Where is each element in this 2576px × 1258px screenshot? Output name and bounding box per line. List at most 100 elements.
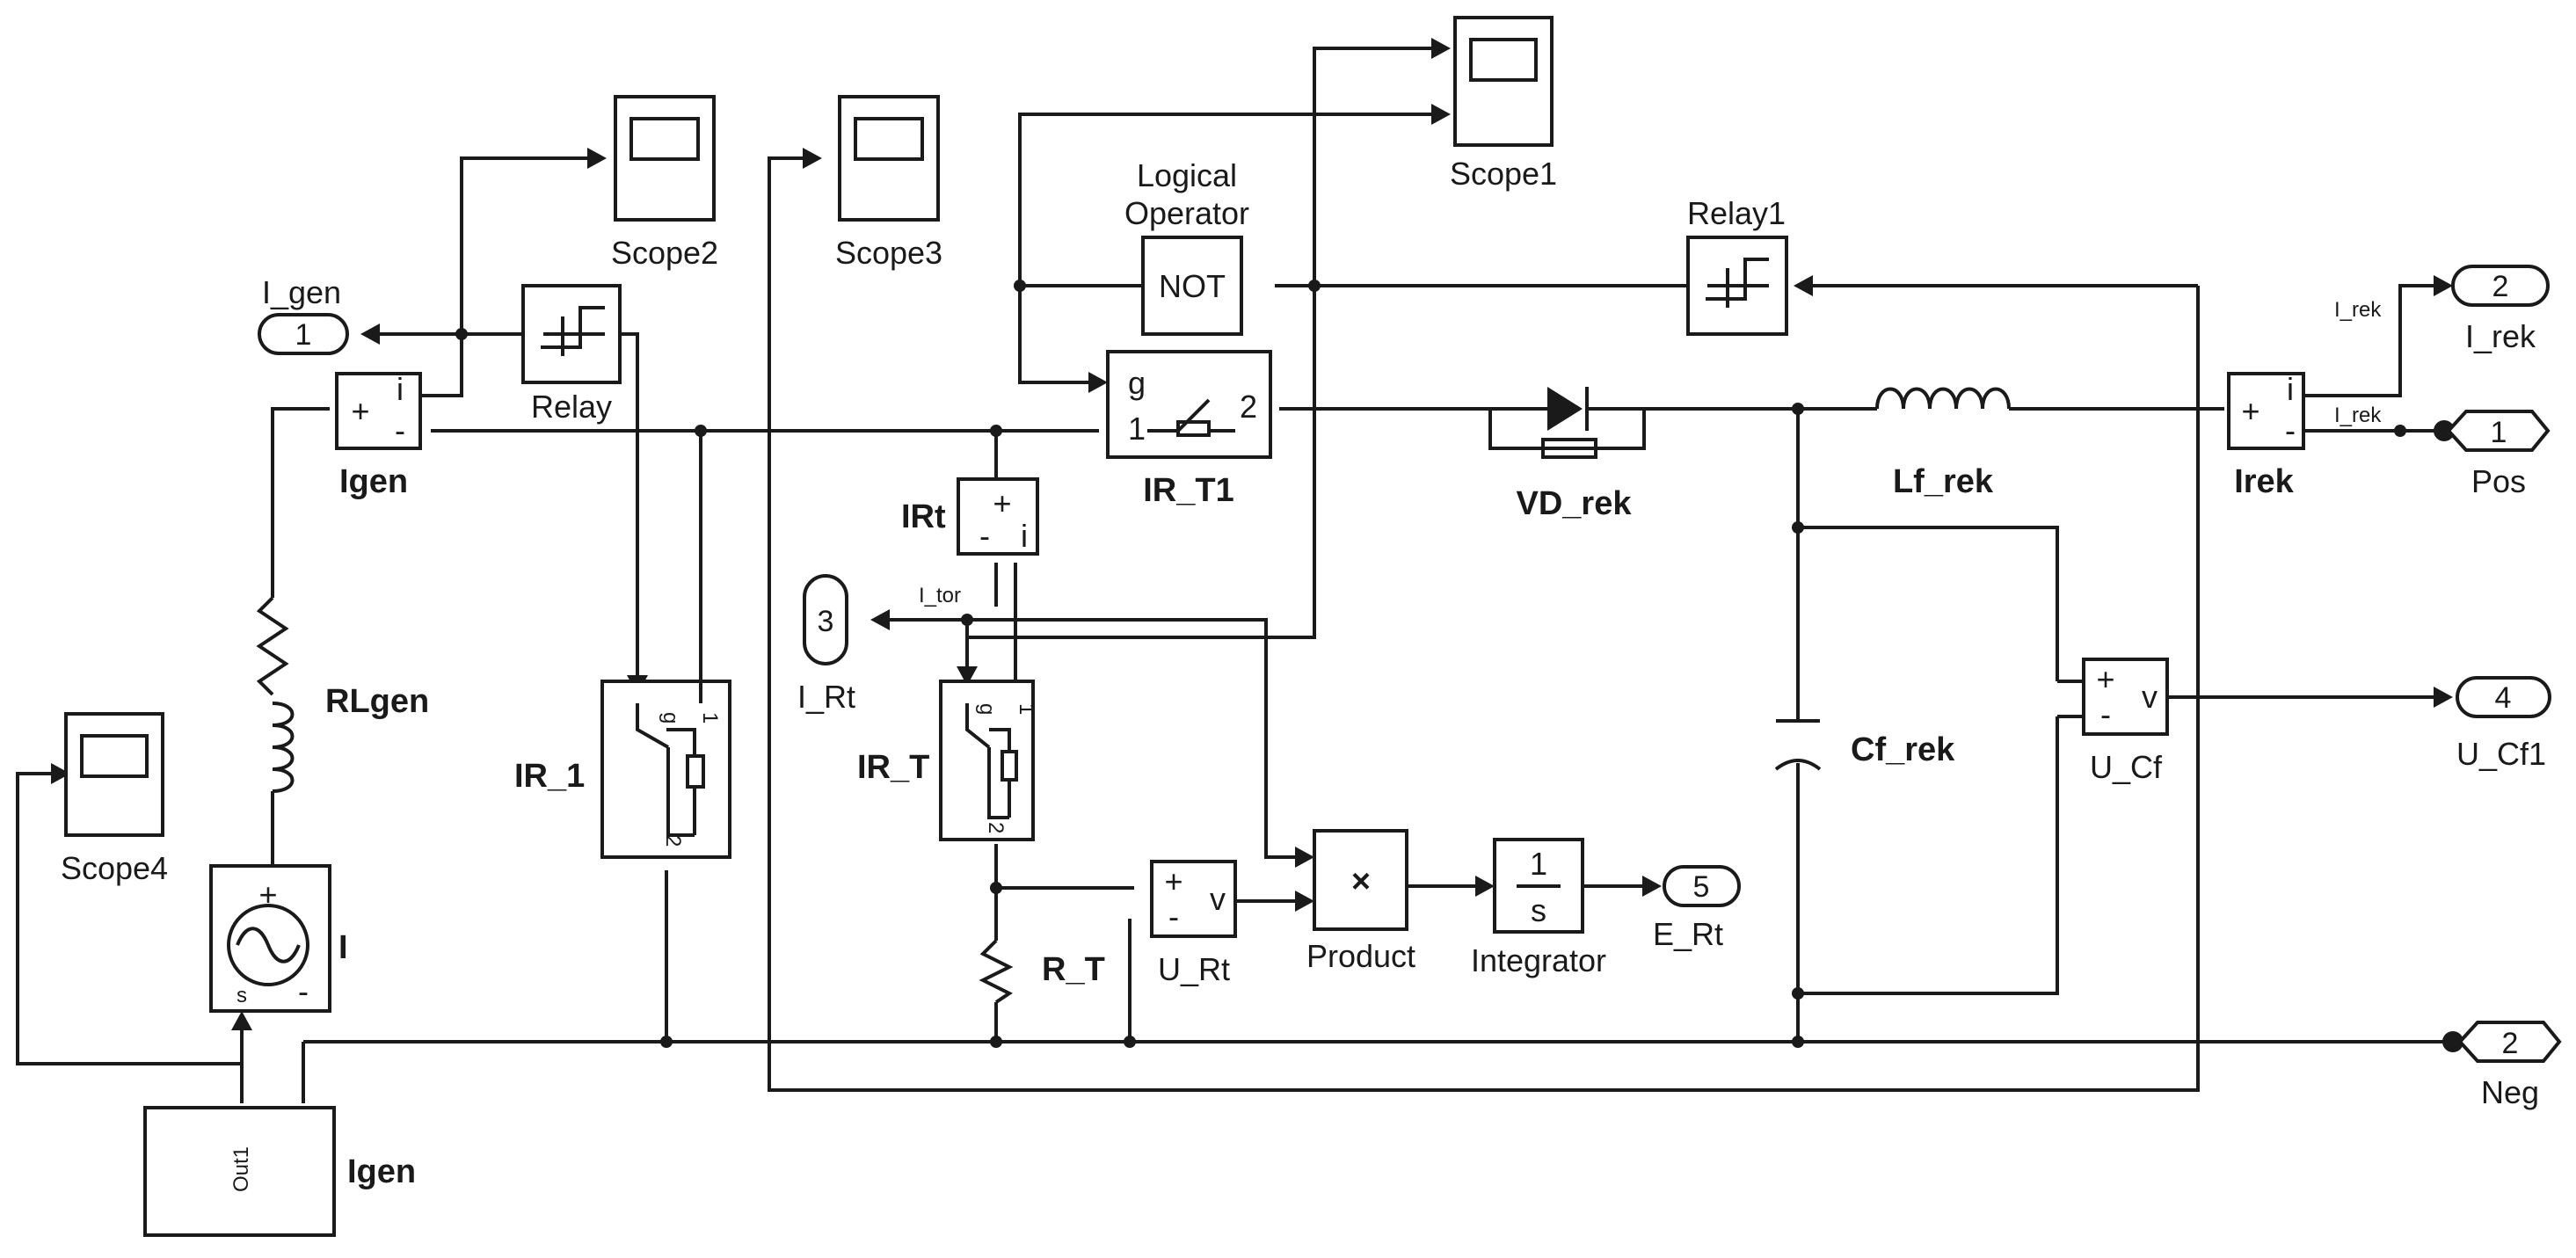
product-label: Product bbox=[1306, 938, 1415, 974]
svg-text:i: i bbox=[2287, 371, 2294, 407]
neg-port-number: 2 bbox=[2502, 1027, 2519, 1060]
irek-label: Irek bbox=[2234, 463, 2294, 500]
logical-operator-block[interactable]: NOT Logical Operator bbox=[1124, 157, 1249, 336]
svg-text:v: v bbox=[2142, 679, 2158, 715]
svg-text:g: g bbox=[659, 712, 682, 724]
i-rek-signal-label-a: I_rek bbox=[2334, 298, 2382, 322]
u-rt-label: U_Rt bbox=[1158, 951, 1230, 987]
u-cf1-port-number: 4 bbox=[2495, 681, 2512, 715]
i-rt-port-number: 3 bbox=[818, 605, 834, 638]
relay1-label: Relay1 bbox=[1687, 195, 1786, 231]
svg-text:+: + bbox=[1164, 863, 1182, 899]
scope4-block[interactable]: Scope4 bbox=[61, 712, 168, 886]
i-tor-signal-label: I_tor bbox=[919, 584, 961, 607]
cf-rek-capacitor[interactable]: Cf_rek bbox=[1774, 633, 1955, 844]
e-rt-port[interactable]: 5 E_Rt bbox=[1653, 865, 1741, 952]
u-cf-label: U_Cf bbox=[2090, 749, 2163, 785]
igen-meas-label: Igen bbox=[339, 463, 408, 500]
i-rt-port[interactable]: 3 I_Rt bbox=[797, 574, 855, 715]
r-t-resistor[interactable]: R_T bbox=[979, 939, 1105, 1004]
ir-1-label: IR_1 bbox=[514, 758, 585, 795]
svg-text:-: - bbox=[298, 973, 309, 1009]
i-rt-port-label: I_Rt bbox=[797, 679, 855, 715]
svg-text:+: + bbox=[351, 393, 369, 429]
i-gen-port[interactable]: 1 I_gen bbox=[258, 274, 349, 355]
u-cf1-port-label: U_Cf1 bbox=[2456, 736, 2546, 772]
ir-t-label: IR_T bbox=[857, 749, 929, 786]
out1-subsystem-block[interactable]: Out1 Igen bbox=[143, 1106, 416, 1237]
svg-text:1: 1 bbox=[1530, 846, 1547, 882]
pos-port[interactable]: 1 Pos bbox=[2446, 410, 2551, 499]
svg-text:2: 2 bbox=[661, 835, 685, 847]
current-source-block[interactable]: + s - I bbox=[209, 864, 348, 1013]
svg-text:g: g bbox=[1128, 365, 1146, 401]
scope1-block[interactable]: Scope1 bbox=[1450, 16, 1557, 192]
svg-text:i: i bbox=[397, 371, 404, 407]
vd-rek-diode[interactable]: VD_rek bbox=[1473, 387, 1675, 522]
relay1-block[interactable]: Relay1 bbox=[1686, 195, 1788, 336]
neg-port-label: Neg bbox=[2481, 1074, 2539, 1110]
svg-text:2: 2 bbox=[984, 822, 1008, 833]
i-gen-port-number: 1 bbox=[295, 318, 312, 352]
r-t-label: R_T bbox=[1042, 951, 1105, 988]
relay-block[interactable]: Relay bbox=[521, 284, 622, 425]
relay-label: Relay bbox=[531, 389, 612, 425]
pos-port-label: Pos bbox=[2471, 463, 2526, 499]
u-cf1-port[interactable]: 4 U_Cf1 bbox=[2456, 676, 2551, 772]
logical-operator-label-1: Logical bbox=[1137, 157, 1237, 193]
scope2-block[interactable]: Scope2 bbox=[611, 95, 718, 271]
vd-rek-label: VD_rek bbox=[1517, 485, 1633, 522]
svg-text:1: 1 bbox=[1128, 411, 1146, 447]
scope3-block[interactable]: Scope3 bbox=[835, 95, 942, 271]
svg-text:+: + bbox=[2096, 661, 2114, 697]
irt-label: IRt bbox=[901, 498, 946, 535]
out1-port-label: Out1 bbox=[229, 1146, 253, 1192]
scope1-label: Scope1 bbox=[1450, 156, 1557, 192]
i-rek-port-number: 2 bbox=[2492, 270, 2509, 303]
svg-text:NOT: NOT bbox=[1159, 268, 1226, 304]
ir-t-block[interactable]: g 1 2 IR_T bbox=[857, 680, 1038, 841]
svg-text:-: - bbox=[979, 518, 990, 554]
igen-source-label: Igen bbox=[347, 1153, 416, 1190]
source-label: I bbox=[338, 929, 348, 966]
svg-text:1: 1 bbox=[698, 712, 722, 724]
svg-text:i: i bbox=[1021, 518, 1028, 554]
svg-text:+: + bbox=[993, 485, 1011, 521]
irt-measurement-block[interactable]: + - i IRt bbox=[901, 477, 1039, 556]
svg-text:s: s bbox=[236, 984, 247, 1007]
scope4-label: Scope4 bbox=[61, 850, 168, 886]
pos-port-number: 1 bbox=[2491, 416, 2507, 449]
product-block[interactable]: × Product bbox=[1306, 829, 1415, 974]
svg-text:v: v bbox=[1210, 881, 1226, 917]
igen-measurement-block[interactable]: + i - Igen bbox=[335, 371, 422, 500]
u-cf-measurement-block[interactable]: + - v U_Cf bbox=[2082, 658, 2169, 785]
svg-text:-: - bbox=[1168, 898, 1179, 934]
svg-text:+: + bbox=[2241, 393, 2259, 429]
svg-text:1: 1 bbox=[1015, 703, 1038, 715]
lf-rek-inductor[interactable]: Lf_rek bbox=[1846, 387, 2053, 501]
irek-measurement-block[interactable]: + i - Irek bbox=[2227, 371, 2305, 500]
svg-text:2: 2 bbox=[1240, 389, 1257, 425]
i-rek-port[interactable]: 2 I_rek bbox=[2451, 265, 2550, 354]
neg-port[interactable]: 2 Neg bbox=[2457, 1021, 2562, 1110]
integrator-block[interactable]: 1 s Integrator bbox=[1471, 838, 1606, 978]
cf-rek-label: Cf_rek bbox=[1851, 731, 1955, 768]
logical-operator-label-2: Operator bbox=[1124, 195, 1249, 231]
e-rt-port-label: E_Rt bbox=[1653, 916, 1723, 952]
ir-1-block[interactable]: g 1 2 IR_1 bbox=[514, 680, 731, 859]
scope3-label: Scope3 bbox=[835, 235, 942, 271]
scope2-label: Scope2 bbox=[611, 235, 718, 271]
integrator-label: Integrator bbox=[1471, 942, 1606, 978]
i-rek-signal-label-b: I_rek bbox=[2334, 404, 2382, 427]
i-gen-port-label: I_gen bbox=[262, 274, 341, 310]
arrowheads bbox=[51, 38, 2453, 1030]
ir-t1-block[interactable]: g 1 2 IR_T1 bbox=[1106, 350, 1272, 509]
svg-text:s: s bbox=[1531, 892, 1546, 928]
rlgen-block[interactable]: RLgen bbox=[256, 571, 429, 848]
junction-dots bbox=[455, 280, 2463, 1052]
rlgen-label: RLgen bbox=[325, 683, 429, 720]
svg-text:g: g bbox=[975, 703, 999, 715]
u-rt-measurement-block[interactable]: + - v U_Rt bbox=[1150, 860, 1237, 987]
svg-text:-: - bbox=[2285, 412, 2296, 448]
